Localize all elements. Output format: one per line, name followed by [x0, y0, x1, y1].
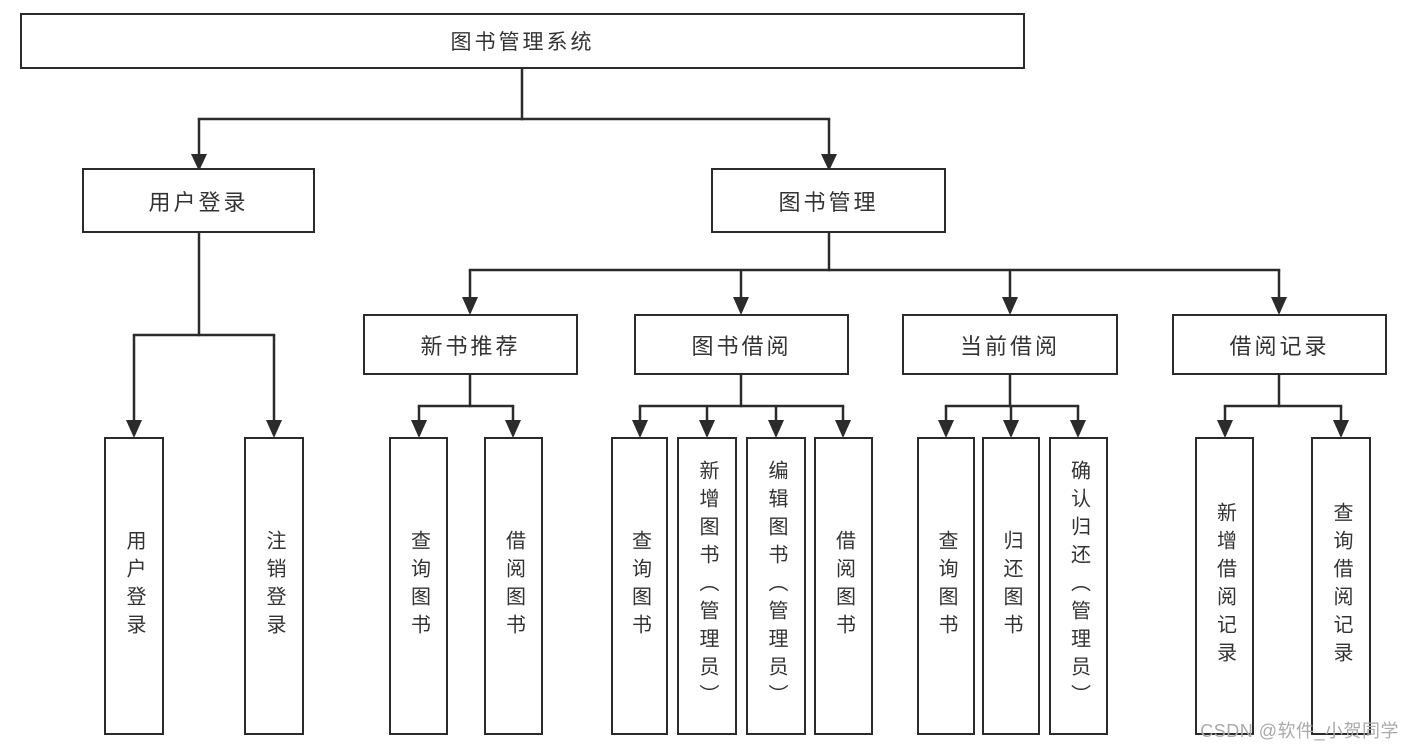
leaf-recommend-borrow-books: 借阅图书 [484, 437, 543, 735]
node-user-login: 用户登录 [82, 168, 315, 233]
leaf-current-query-books: 查询图书 [917, 437, 975, 735]
connector-lines [132, 69, 1343, 422]
leaf-logout: 注销登录 [244, 437, 304, 735]
leaf-borrowing-add-books-admin: 新增图书（管理员） [677, 437, 737, 735]
leaf-borrowing-borrow-books: 借阅图书 [814, 437, 873, 735]
connector-arrowheads [126, 154, 1349, 438]
leaf-current-confirm-return-admin: 确认归还（管理员） [1049, 437, 1108, 735]
node-library-management-system: 图书管理系统 [20, 13, 1025, 69]
leaf-current-return-books: 归还图书 [982, 437, 1040, 735]
leaf-recommend-query-books: 查询图书 [389, 437, 448, 735]
node-current-borrowing: 当前借阅 [902, 314, 1118, 375]
leaf-user-login: 用户登录 [104, 437, 164, 735]
node-book-borrowing: 图书借阅 [634, 314, 849, 375]
node-book-management: 图书管理 [711, 168, 946, 233]
leaf-records-add-borrow-record: 新增借阅记录 [1195, 437, 1254, 735]
node-new-book-recommendation: 新书推荐 [363, 314, 578, 375]
node-borrowing-records: 借阅记录 [1172, 314, 1387, 375]
csdn-watermark: CSDN @软件_小贺同学 [1200, 721, 1399, 741]
leaf-borrowing-query-books: 查询图书 [611, 437, 668, 735]
leaf-records-query-borrow-record: 查询借阅记录 [1311, 437, 1371, 735]
leaf-borrowing-edit-books-admin: 编辑图书（管理员） [746, 437, 806, 735]
